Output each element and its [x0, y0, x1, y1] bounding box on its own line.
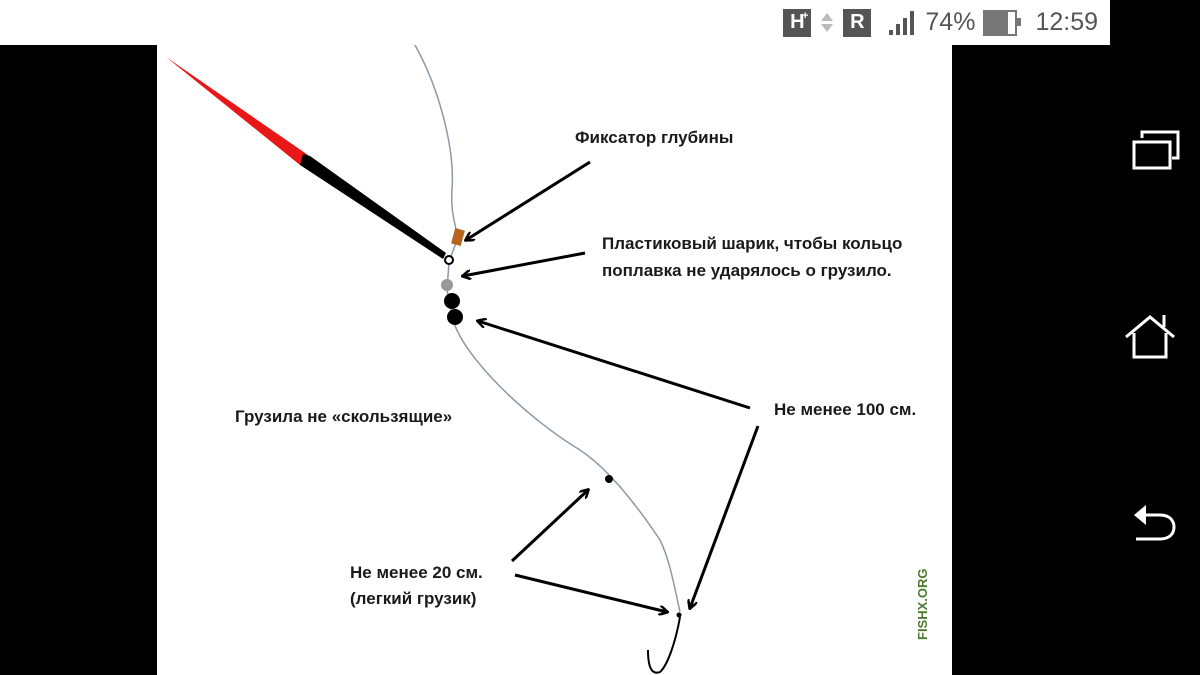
navigation-bar: [952, 45, 1200, 675]
network-type-sup: +: [801, 9, 809, 22]
label-plastic-bead-line2: поплавка не ударялось о грузило.: [602, 261, 892, 280]
light-sinker: [605, 475, 613, 483]
rig-illustration: [166, 45, 760, 674]
roaming-label: R: [850, 11, 865, 33]
sinker-1: [444, 293, 460, 309]
arrow-depth-stopper: [466, 160, 591, 240]
hook-knot: [676, 612, 682, 618]
float-body: [300, 154, 446, 259]
label-min-20cm-line1: Не менее 20 см.: [350, 563, 483, 582]
roaming-badge: R: [843, 8, 872, 37]
depth-stopper: [451, 227, 465, 247]
signal-strength-icon: [889, 10, 915, 35]
float-tip: [166, 57, 308, 165]
watermark: FISHX.ORG: [915, 568, 930, 640]
float-ring: [444, 255, 454, 265]
sinker-2: [447, 309, 463, 325]
home-button[interactable]: [1122, 307, 1182, 367]
label-plastic-bead-line1: Пластиковый шарик, чтобы кольцо: [602, 234, 903, 253]
arrow-100cm-upper: [478, 321, 751, 410]
recents-button[interactable]: [1122, 120, 1182, 180]
label-sinkers-not-sliding: Грузила не «скользящие»: [235, 407, 453, 426]
recents-icon: [1132, 130, 1180, 170]
home-icon: [1125, 315, 1175, 359]
fishing-rig-diagram: Фиксатор глубины Пластиковый шарик, чтоб…: [157, 45, 952, 675]
back-button[interactable]: [1122, 495, 1182, 555]
arrow-100cm-lower: [690, 425, 760, 608]
back-icon: [1134, 505, 1176, 541]
label-depth-stopper: Фиксатор глубины: [575, 128, 734, 147]
status-icons: H+ R 74% 12:59: [783, 0, 1098, 45]
arrow-20cm-upper: [510, 490, 588, 563]
label-min-100cm: Не менее 100 см.: [774, 400, 917, 419]
clock: 12:59: [1035, 8, 1098, 36]
plastic-bead: [441, 279, 453, 291]
fishing-line: [414, 45, 681, 613]
battery-percent: 74%: [925, 8, 976, 36]
arrow-20cm-lower: [514, 573, 667, 612]
data-activity-icon: [821, 13, 834, 32]
network-type-badge: H+: [783, 8, 812, 37]
network-type-label: H: [790, 11, 805, 33]
battery-icon: [983, 9, 1022, 36]
status-bar: H+ R 74% 12:59: [0, 0, 1110, 45]
arrow-plastic-bead: [463, 251, 586, 276]
hook: [647, 616, 681, 674]
label-min-20cm-line2: (легкий грузик): [350, 589, 477, 608]
